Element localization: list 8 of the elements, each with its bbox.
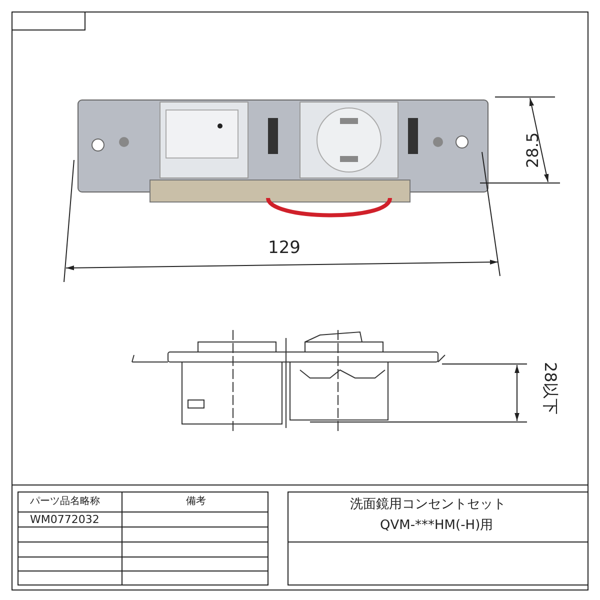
- dimension-label: 28.5: [525, 132, 541, 168]
- model-note: QVM-***HM(-H)用: [380, 519, 494, 532]
- part-number: WM0772032: [30, 514, 100, 525]
- product-name: 洗面鏡用コンセントセット: [350, 498, 506, 511]
- column-header: 備考: [186, 497, 206, 507]
- dimension-label: 129: [268, 240, 300, 257]
- dimension-label: 28以下: [542, 362, 558, 414]
- column-header: パーツ品名略称: [30, 497, 100, 507]
